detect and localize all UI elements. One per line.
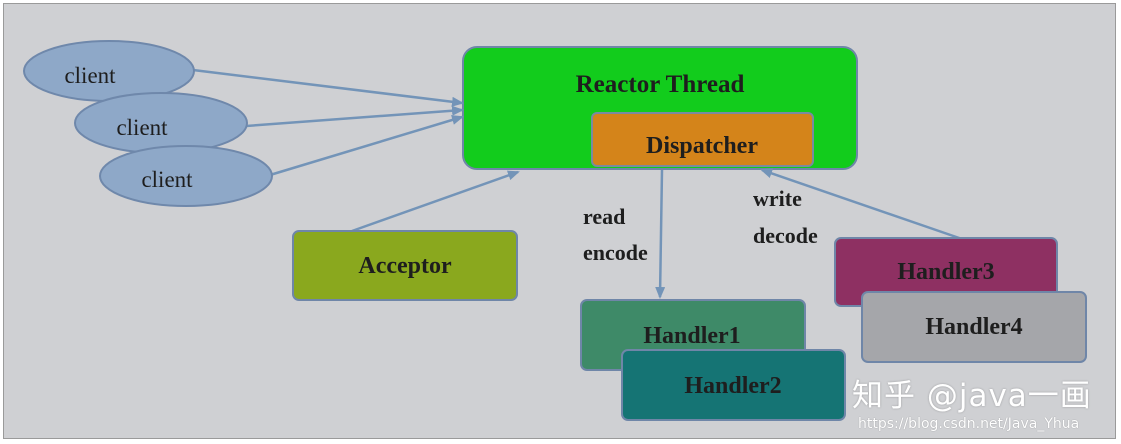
client2-arrow [245,105,464,128]
handler2-node: Handler2 [621,349,846,421]
reactor-thread-label: Reactor Thread [576,71,745,98]
edge-label-read: read [583,204,625,229]
write-decode-arrow [760,168,966,242]
read-encode-arrow [655,169,666,299]
handler3-label: Handler3 [897,259,994,285]
handler3-node: Handler3 [834,237,1058,307]
client3-arrow [269,115,464,177]
client-node-2: client [74,92,248,154]
edge-label-write: write [753,186,802,211]
client-label-3: client [141,167,193,192]
acceptor-arrow [351,170,520,233]
watermark-url: https://blog.csdn.net/Java_Yhua [858,416,1080,432]
edge-label-decode: decode [753,223,818,248]
edge-label-encode: encode [583,240,648,265]
handler1-label: Handler1 [643,323,740,349]
client-label-2: client [116,115,168,140]
client1-arrow [192,68,464,107]
client-node-1: client [23,40,195,102]
handler4-label: Handler4 [925,314,1022,340]
handler2-label: Handler2 [684,373,781,399]
client-node-3: client [99,145,273,207]
acceptor-node: Acceptor [292,230,518,301]
watermark-text: 知乎 @java一画 [852,378,1092,414]
dispatcher-label: Dispatcher [646,133,758,159]
client-label-1: client [64,63,116,88]
dispatcher-node: Dispatcher [591,112,814,167]
acceptor-label: Acceptor [358,253,452,279]
client-arrows [192,68,464,177]
handler4-node: Handler4 [861,291,1087,363]
